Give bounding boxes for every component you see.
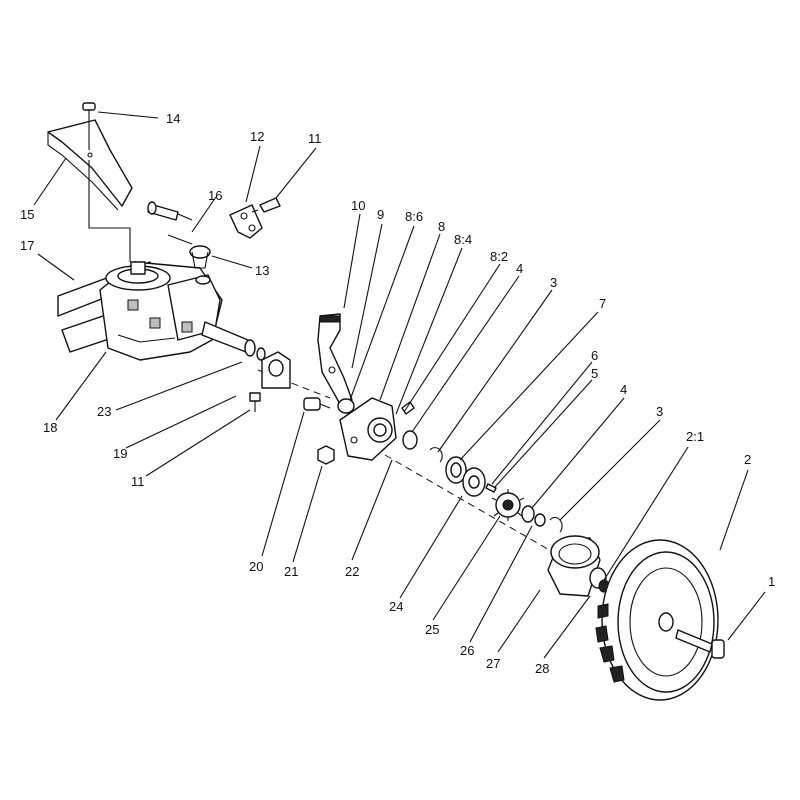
callout-labels: 1 2 2:1 3 4 5 6 7 3 4 8:2 8:4 8 8:6 9 10… [20, 111, 775, 676]
callout-8-6: 8:6 [405, 209, 423, 224]
part-6-pin [485, 483, 497, 493]
part-24-bushing [462, 467, 486, 497]
leader-lines [33, 111, 766, 659]
part-3-clip-lower [549, 516, 563, 533]
part-25-gear [491, 489, 525, 521]
part-15-bracket [47, 119, 133, 211]
part-2-wheel [595, 539, 719, 701]
callout-7: 7 [599, 296, 606, 311]
part-26-washer [534, 513, 546, 527]
part-1-axle-bolt [675, 629, 725, 659]
part-20-bolt [303, 397, 331, 411]
callout-27: 27 [486, 656, 500, 671]
callout-24: 24 [389, 599, 403, 614]
part-9-spacer [337, 398, 355, 414]
part-23-shaft [201, 321, 266, 361]
part-7-bearing [445, 456, 467, 484]
callout-22: 22 [345, 564, 359, 579]
callout-6: 6 [591, 348, 598, 363]
part-18-transmission [99, 261, 223, 361]
callout-10: 10 [351, 198, 365, 213]
callout-3-lower: 3 [656, 404, 663, 419]
callout-15: 15 [20, 207, 34, 222]
part-19-bearing-block [249, 351, 291, 412]
callout-26: 26 [460, 643, 474, 658]
callout-8-4: 8:4 [454, 232, 472, 247]
callout-9: 9 [377, 207, 384, 222]
callout-14: 14 [166, 111, 180, 126]
callout-2-1: 2:1 [686, 429, 704, 444]
part-4-washer-lower [521, 505, 535, 523]
assembly-line-15 [88, 160, 131, 262]
callout-16: 16 [208, 188, 222, 203]
callout-23: 23 [97, 404, 111, 419]
callout-20: 20 [249, 559, 263, 574]
callout-11-upper: 11 [308, 131, 322, 146]
callout-19: 19 [113, 446, 127, 461]
callout-18: 18 [43, 420, 57, 435]
callout-11-lower: 11 [131, 474, 145, 489]
part-10-height-arm [317, 313, 353, 405]
callout-12: 12 [250, 129, 264, 144]
part-16-cable [147, 201, 193, 245]
part-3-clip-upper [429, 447, 443, 463]
part-22-plate [339, 397, 397, 461]
part-12-bracket [229, 204, 263, 239]
callout-28: 28 [535, 661, 549, 676]
part-11-upper-screw [251, 197, 281, 213]
callout-1: 1 [768, 574, 775, 589]
callout-8: 8 [438, 219, 445, 234]
callout-17: 17 [20, 238, 34, 253]
callout-3-upper: 3 [550, 275, 557, 290]
callout-5: 5 [591, 366, 598, 381]
callout-21: 21 [284, 564, 298, 579]
part-4-washer-upper [402, 430, 418, 450]
part-27-drive-cup [547, 535, 607, 597]
callout-2: 2 [744, 452, 751, 467]
callout-13: 13 [255, 263, 269, 278]
callout-4-lower: 4 [620, 382, 627, 397]
part-21-nut [317, 445, 335, 465]
callout-25: 25 [425, 622, 439, 637]
part-14-bolt [82, 102, 96, 150]
callout-8-2: 8:2 [490, 249, 508, 264]
part-8-4-bolt [401, 401, 415, 415]
callout-4-upper: 4 [516, 261, 523, 276]
part-13-shift-knob [189, 245, 211, 285]
